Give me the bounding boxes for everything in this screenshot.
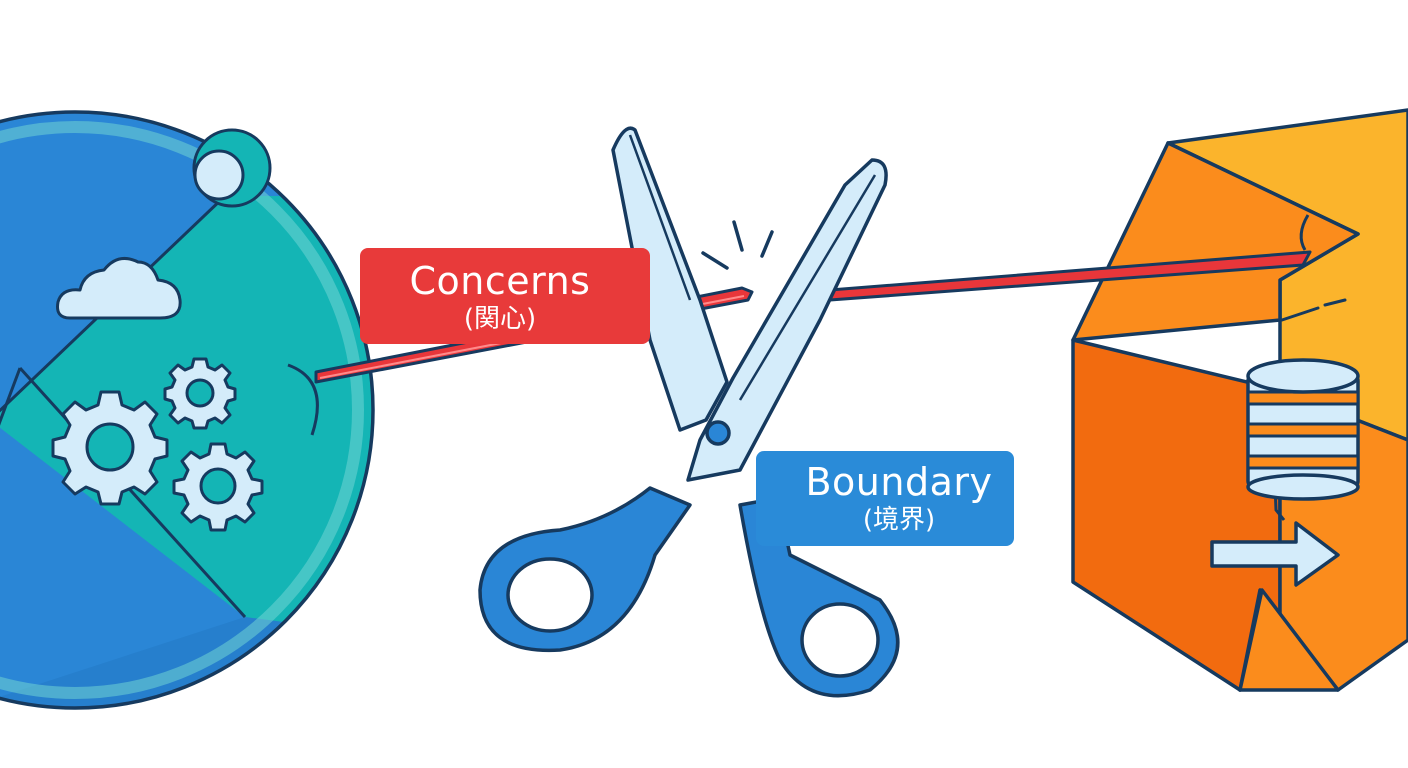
scissors-icon	[478, 126, 900, 698]
gear-icon	[172, 442, 264, 532]
cloud-icon	[56, 256, 182, 320]
gear-icon	[163, 357, 237, 430]
concerns-label-ja: (関心)	[463, 304, 537, 334]
snip-marks	[701, 220, 774, 270]
gear-icon	[51, 390, 169, 506]
boundary-label: Boundary (境界)	[756, 451, 1014, 546]
concerns-label: Concerns (関心)	[360, 248, 650, 344]
database-icon	[1246, 358, 1360, 501]
boundary-label-en: Boundary	[805, 460, 993, 504]
boundary-label-ja: (境界)	[862, 505, 936, 535]
arrow-right-icon	[1210, 521, 1340, 587]
boundary-box	[1071, 108, 1408, 692]
concerns-label-en: Concerns	[409, 259, 591, 303]
